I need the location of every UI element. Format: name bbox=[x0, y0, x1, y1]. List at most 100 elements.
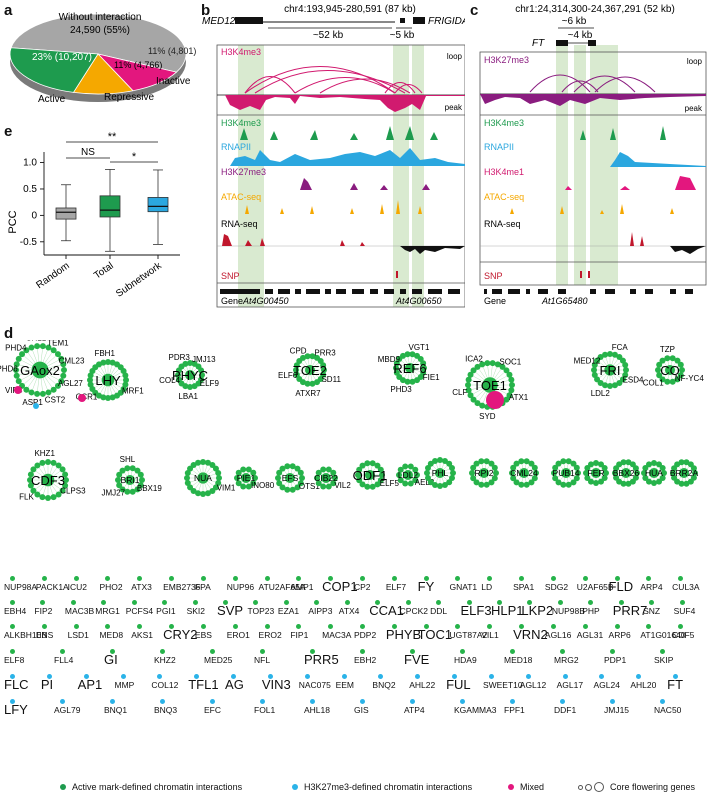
node-label-cst2: CST2 bbox=[45, 395, 66, 404]
gene-node-emb2736: EMB2736 bbox=[163, 582, 201, 592]
gene-node-pack1a: PACK1A bbox=[35, 582, 69, 592]
track-label-atac-b: ATAC-seq bbox=[221, 192, 261, 202]
hub-node-co bbox=[665, 365, 675, 375]
hub-node-hua bbox=[649, 468, 659, 478]
gene-node-agl16: AGL16 bbox=[544, 630, 572, 640]
gene-node-arp4: ARP4 bbox=[640, 582, 663, 592]
gene-node-prr7: PRR7 bbox=[612, 603, 648, 618]
track-label-h3k4me3-b: H3K4me3 bbox=[221, 118, 261, 128]
box-subnetwork bbox=[147, 197, 169, 213]
node-label-clps3: CLPS3 bbox=[60, 487, 86, 496]
ytick-label-1: 0.5 bbox=[23, 184, 37, 195]
node-label-phd3: PHD3 bbox=[390, 385, 412, 394]
node-label-ldl2: LDL2 bbox=[591, 389, 611, 398]
track-label-h3k27me3-loop-c: H3K27me3 bbox=[484, 55, 529, 65]
hub-label-pie1: PIE1 bbox=[237, 473, 256, 483]
sig-single-star: * bbox=[132, 151, 137, 163]
gene-node-agl12: AGL12 bbox=[519, 680, 547, 690]
hub-node-lhy bbox=[101, 373, 115, 387]
pie-value-active: 23% (10,207) bbox=[32, 52, 92, 63]
track-label-h3k4me1-c: H3K4me1 bbox=[484, 167, 524, 177]
node-label-ica2: ICA2 bbox=[465, 354, 483, 363]
gene-node-arp6: ARP6 bbox=[608, 630, 631, 640]
pie-slices bbox=[9, 13, 187, 95]
sig-ns: NS bbox=[81, 147, 95, 158]
gene-node-skip: SKIP bbox=[654, 655, 674, 665]
gene-node-atp4: ATP4 bbox=[404, 705, 425, 715]
gene-node-aks1: AKS1 bbox=[131, 630, 154, 640]
hub-label-toe2: TOE2 bbox=[293, 363, 327, 378]
hub-label-bri1: BRI1 bbox=[121, 475, 140, 485]
gene-node-ahl22: AHL22 bbox=[409, 680, 436, 690]
dist-5kb: ~5 kb bbox=[390, 30, 415, 41]
pie-value-repressive: 11% (4,766) bbox=[114, 60, 162, 70]
cluster-fer: FER bbox=[583, 460, 609, 486]
gene-node-fy: FY bbox=[417, 579, 435, 594]
hub-node-brr2a bbox=[679, 468, 689, 478]
gene-node-atx4: ATX4 bbox=[338, 606, 360, 616]
gene-node-lkp2: LKP2 bbox=[521, 603, 554, 618]
node-label-soc1: SOC1 bbox=[499, 358, 521, 367]
gene-node-sdg2: SDG2 bbox=[544, 582, 569, 592]
panel-letter-d: d bbox=[4, 325, 14, 342]
gene-node-pcfs4: PCFS4 bbox=[125, 606, 154, 616]
hub-label-cib22: CIB22 bbox=[314, 473, 338, 483]
gene-node-ebh2: EBH2 bbox=[354, 655, 377, 665]
node-label-vip4: VIP4 bbox=[5, 386, 23, 395]
node-label-fie1: FIE1 bbox=[423, 373, 440, 382]
gene-node-col12: COL12 bbox=[151, 680, 179, 690]
legend: Active mark-defined chromatin interactio… bbox=[0, 781, 708, 795]
legend-active-label: Active mark-defined chromatin interactio… bbox=[72, 782, 243, 792]
pie-label-repressive: Repressive bbox=[104, 92, 154, 103]
gene-node-ens: ENS bbox=[35, 630, 54, 640]
hub-label-ldl2: LDL2 bbox=[398, 470, 419, 480]
node-label-fca: FCA bbox=[612, 343, 629, 352]
gene-node-amp1: AMP1 bbox=[290, 582, 314, 592]
gene-label-frigida: FRIGIDA bbox=[428, 16, 465, 27]
hub-label-phyc: PHYC bbox=[172, 368, 208, 383]
gene-node-khz2: KHZ2 bbox=[154, 655, 176, 665]
gene-node-efc: EFC bbox=[204, 705, 221, 715]
gene-node-ahl20: AHL20 bbox=[630, 680, 657, 690]
hub-node-cml24 bbox=[519, 468, 529, 478]
node-label-elf6: ELF6 bbox=[278, 371, 298, 380]
node-label-ccr1: CCR1 bbox=[76, 392, 98, 401]
gene-node-gis: GIS bbox=[354, 705, 369, 715]
gene-node-eza1: EZA1 bbox=[277, 606, 300, 616]
gene-node-fip2: FIP2 bbox=[34, 606, 53, 616]
cluster-phl: PHL bbox=[424, 457, 456, 489]
gene-node-pgi1: PGI1 bbox=[156, 606, 176, 616]
gene-node-jmj15: JMJ15 bbox=[604, 705, 630, 715]
gene-node-php: PHP bbox=[582, 606, 600, 616]
gene-node-mrg2: MRG2 bbox=[554, 655, 579, 665]
hub-label-toe1: TOE1 bbox=[473, 378, 507, 393]
cluster-gaox2: GAox2AGL27CST2ASP1VIP4PHD6PHD4CHL1TEM1CM… bbox=[0, 340, 85, 407]
gene-node-u2af65b: U2AF65B bbox=[576, 582, 614, 592]
coords-b: chr4:193,945-280,591 (87 kb) bbox=[284, 4, 416, 15]
gene-node-aipp3: AIPP3 bbox=[308, 606, 333, 616]
track-label-loop-c: loop bbox=[687, 57, 703, 66]
gene-node-bnq3: BNQ3 bbox=[154, 705, 178, 715]
gene-node-ugt87a2: UGT87A2 bbox=[449, 630, 488, 640]
cluster-pub14: PUB14 bbox=[551, 458, 581, 488]
gene-node-agl31: AGL31 bbox=[576, 630, 604, 640]
track-label-atac-c: ATAC-seq bbox=[484, 192, 524, 202]
node-label-elf9: ELF9 bbox=[200, 379, 220, 388]
coords-c: chr1:24,314,300-24,367,291 (52 kb) bbox=[515, 4, 675, 15]
gene-node-suf4: SUF4 bbox=[673, 606, 696, 616]
pie-value-inactive: 11% (4,801) bbox=[148, 46, 196, 56]
legend-core-icon bbox=[578, 782, 604, 792]
gene-node-vrn2: VRN2 bbox=[513, 627, 548, 642]
gene-node-ful: FUL bbox=[446, 677, 471, 692]
locus-at4g00650: At4G00650 bbox=[395, 296, 442, 306]
gene-node-sweet10: SWEET10 bbox=[482, 680, 523, 690]
hub-node-rpi2 bbox=[479, 468, 489, 478]
gene-node-spa1: SPA1 bbox=[513, 582, 535, 592]
mixed-node-soc1 bbox=[486, 391, 504, 409]
gene-node-fpf1: FPF1 bbox=[504, 705, 525, 715]
